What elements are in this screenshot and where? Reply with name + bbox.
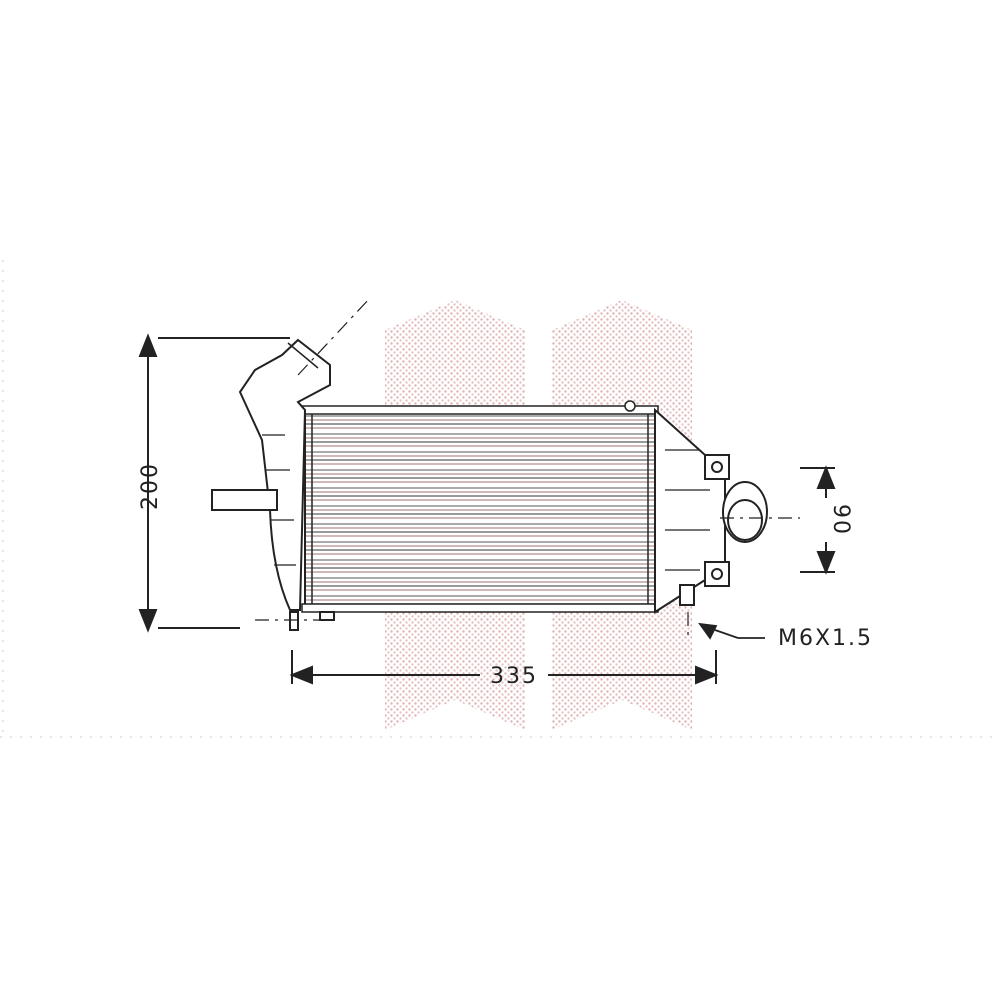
thread-spec-label: M6X1.5: [778, 626, 873, 651]
right-tank: [654, 407, 768, 614]
left-tank: [211, 338, 335, 631]
dimension-length: [289, 650, 719, 685]
centerlines: [255, 297, 800, 635]
frame-dots: [0, 260, 1000, 738]
dimension-outlet: [800, 465, 836, 575]
thread-callout-leader: [698, 622, 765, 640]
intercooler-core: [301, 400, 659, 613]
dimension-height: [138, 333, 290, 633]
height-dimension-label: 200: [138, 462, 163, 510]
outlet-dimension-label: 90: [828, 504, 853, 536]
length-dimension-label: 335: [490, 664, 538, 689]
